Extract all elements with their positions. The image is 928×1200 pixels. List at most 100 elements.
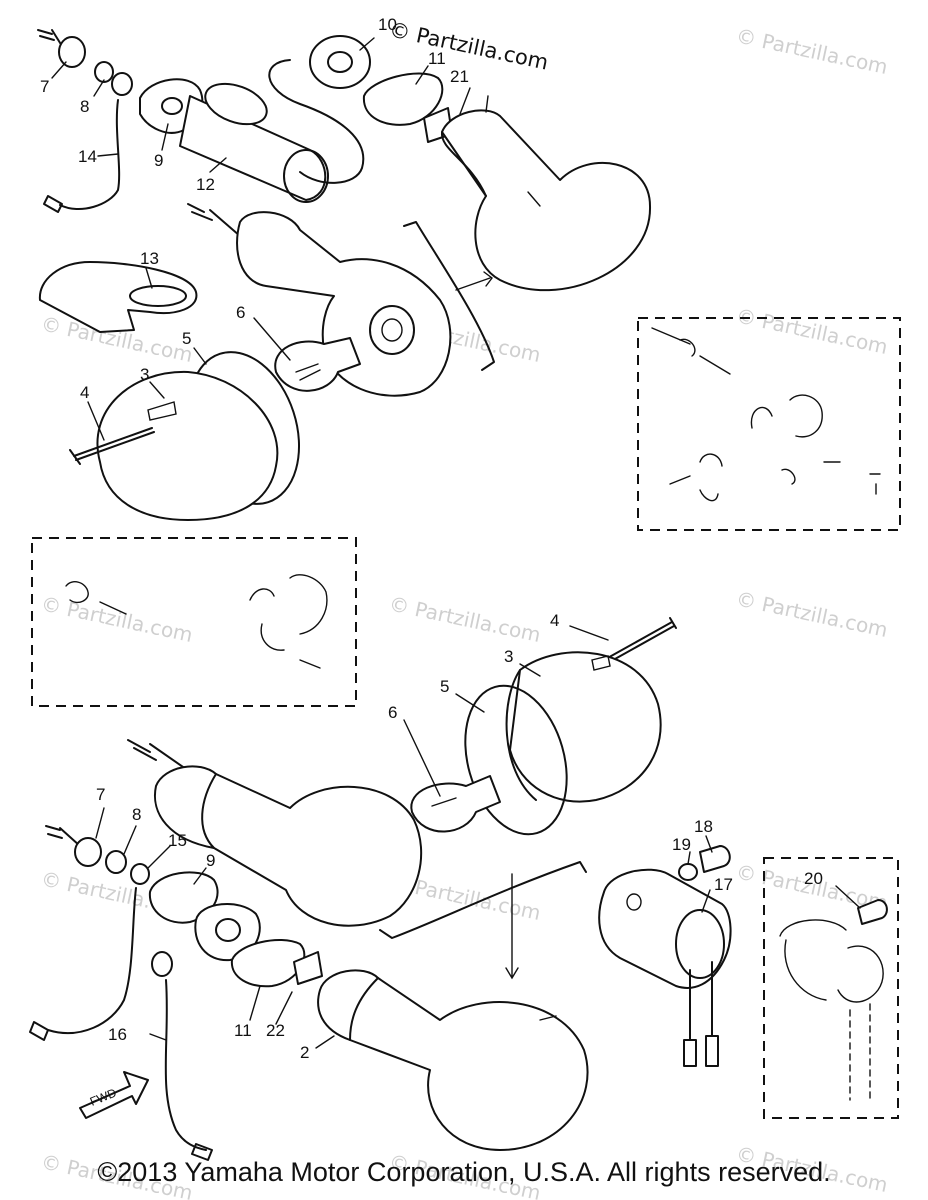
detail-sketch bbox=[651, 327, 731, 375]
part-number-label: 19 bbox=[672, 835, 691, 854]
detail-sketch bbox=[249, 574, 328, 651]
wire-clip bbox=[151, 951, 173, 977]
part-number-label: 4 bbox=[550, 611, 559, 630]
bulb-filament bbox=[431, 797, 457, 807]
part-number-label: 18 bbox=[694, 817, 713, 836]
wire-terminal bbox=[29, 1021, 49, 1041]
watermark: © Partzilla.com bbox=[734, 23, 890, 79]
plate-hole bbox=[161, 97, 183, 115]
grommet bbox=[58, 36, 86, 68]
tube-end bbox=[204, 82, 268, 126]
housing bbox=[236, 211, 452, 397]
wire-loop bbox=[268, 59, 365, 184]
lens-tab bbox=[591, 655, 611, 671]
socket-center bbox=[381, 318, 403, 342]
detail-sketch bbox=[65, 581, 127, 615]
detail-sketch bbox=[299, 659, 321, 669]
washer bbox=[94, 61, 114, 83]
wire bbox=[164, 979, 207, 1151]
part-number-label: 13 bbox=[140, 249, 159, 268]
bulb-socket bbox=[369, 305, 415, 355]
part-number-label: 9 bbox=[206, 851, 215, 870]
lens-mark bbox=[527, 191, 541, 207]
watermark-top: © Partzilla.com bbox=[387, 17, 551, 74]
stem-edge bbox=[349, 977, 379, 1041]
detail-frame bbox=[31, 537, 357, 707]
part-number-label: 12 bbox=[196, 175, 215, 194]
detail-sketch bbox=[781, 461, 881, 495]
connector-pin bbox=[187, 203, 241, 237]
relay-face bbox=[675, 909, 725, 979]
gasket bbox=[464, 684, 568, 836]
cover bbox=[38, 261, 198, 333]
screw bbox=[69, 427, 155, 465]
part-number-label: 20 bbox=[804, 869, 823, 888]
detail-box-middle-left bbox=[31, 537, 357, 707]
part-number-label: 8 bbox=[80, 97, 89, 116]
part-number-label: 21 bbox=[450, 67, 469, 86]
wire-terminal bbox=[705, 1035, 719, 1067]
callout-arrow bbox=[455, 271, 493, 291]
bulb-filament bbox=[295, 363, 321, 381]
connector-pin bbox=[45, 825, 81, 847]
part-number-label: 3 bbox=[140, 365, 149, 384]
flasher-relay bbox=[598, 868, 732, 989]
part-number-label: 5 bbox=[182, 329, 191, 348]
lens bbox=[96, 370, 279, 521]
wire bbox=[47, 887, 137, 1035]
grommet-hole bbox=[327, 51, 353, 73]
wire bbox=[59, 99, 121, 210]
turn-signal-body bbox=[441, 109, 652, 292]
wire-terminal bbox=[191, 1143, 213, 1161]
watermark: © Partzilla.com bbox=[734, 303, 890, 359]
detail-sketch bbox=[669, 453, 723, 502]
part-labels-bottom: 4 3 5 6 7 8 15 9 16 11 22 2 18 19 17 20 bbox=[96, 611, 823, 1062]
washer bbox=[678, 863, 698, 881]
part-number-label: 14 bbox=[78, 147, 97, 166]
screw bbox=[603, 617, 677, 665]
copyright-notice: ©2013 Yamaha Motor Corporation, U.S.A. A… bbox=[97, 1157, 831, 1187]
bolt bbox=[699, 845, 731, 873]
forward-arrow-icon bbox=[79, 1071, 149, 1119]
detail-sketch bbox=[849, 1003, 871, 1101]
turn-signal-body bbox=[317, 969, 589, 1151]
part-number-label: 7 bbox=[96, 785, 105, 804]
detail-frame bbox=[763, 857, 899, 1119]
part-number-label: 7 bbox=[40, 77, 49, 96]
bulb bbox=[410, 775, 501, 833]
tube-opening bbox=[283, 149, 329, 203]
lens-tab bbox=[147, 401, 177, 421]
lens bbox=[509, 651, 662, 803]
part-number-label: 5 bbox=[440, 677, 449, 696]
large-grommet bbox=[309, 35, 371, 89]
part-number-label: 6 bbox=[388, 703, 397, 722]
part-number-label: 4 bbox=[80, 383, 89, 402]
part-number-label: 2 bbox=[300, 1043, 309, 1062]
washer bbox=[111, 72, 133, 96]
grommet bbox=[194, 903, 261, 962]
grommet bbox=[74, 837, 102, 867]
detail-frame bbox=[637, 317, 901, 531]
part-labels-top: 7 8 14 9 12 10 11 21 13 6 5 3 4 bbox=[40, 15, 469, 402]
part-number-label: 22 bbox=[266, 1021, 285, 1040]
detail-box-top-right bbox=[637, 317, 901, 531]
top-assembly bbox=[37, 29, 652, 521]
part-number-label: 15 bbox=[168, 831, 187, 850]
washer bbox=[130, 863, 150, 885]
callout-bracket bbox=[403, 221, 495, 371]
part-number-label: 3 bbox=[504, 647, 513, 666]
wire-terminal bbox=[683, 1039, 697, 1067]
watermark: © Partzilla.com bbox=[39, 591, 195, 647]
part-number-label: 6 bbox=[236, 303, 245, 322]
housing bbox=[154, 765, 423, 927]
wire-terminal bbox=[43, 195, 63, 213]
part-number-label: 17 bbox=[714, 875, 733, 894]
watermark: © Partzilla.com bbox=[387, 591, 543, 647]
rubber-plate bbox=[362, 72, 444, 126]
callout-bracket bbox=[379, 861, 587, 939]
detail-sketch bbox=[750, 394, 823, 438]
bottom-assembly: FWD bbox=[29, 617, 732, 1161]
part-number-label: 10 bbox=[378, 15, 397, 34]
detail-sketch bbox=[784, 939, 827, 1001]
